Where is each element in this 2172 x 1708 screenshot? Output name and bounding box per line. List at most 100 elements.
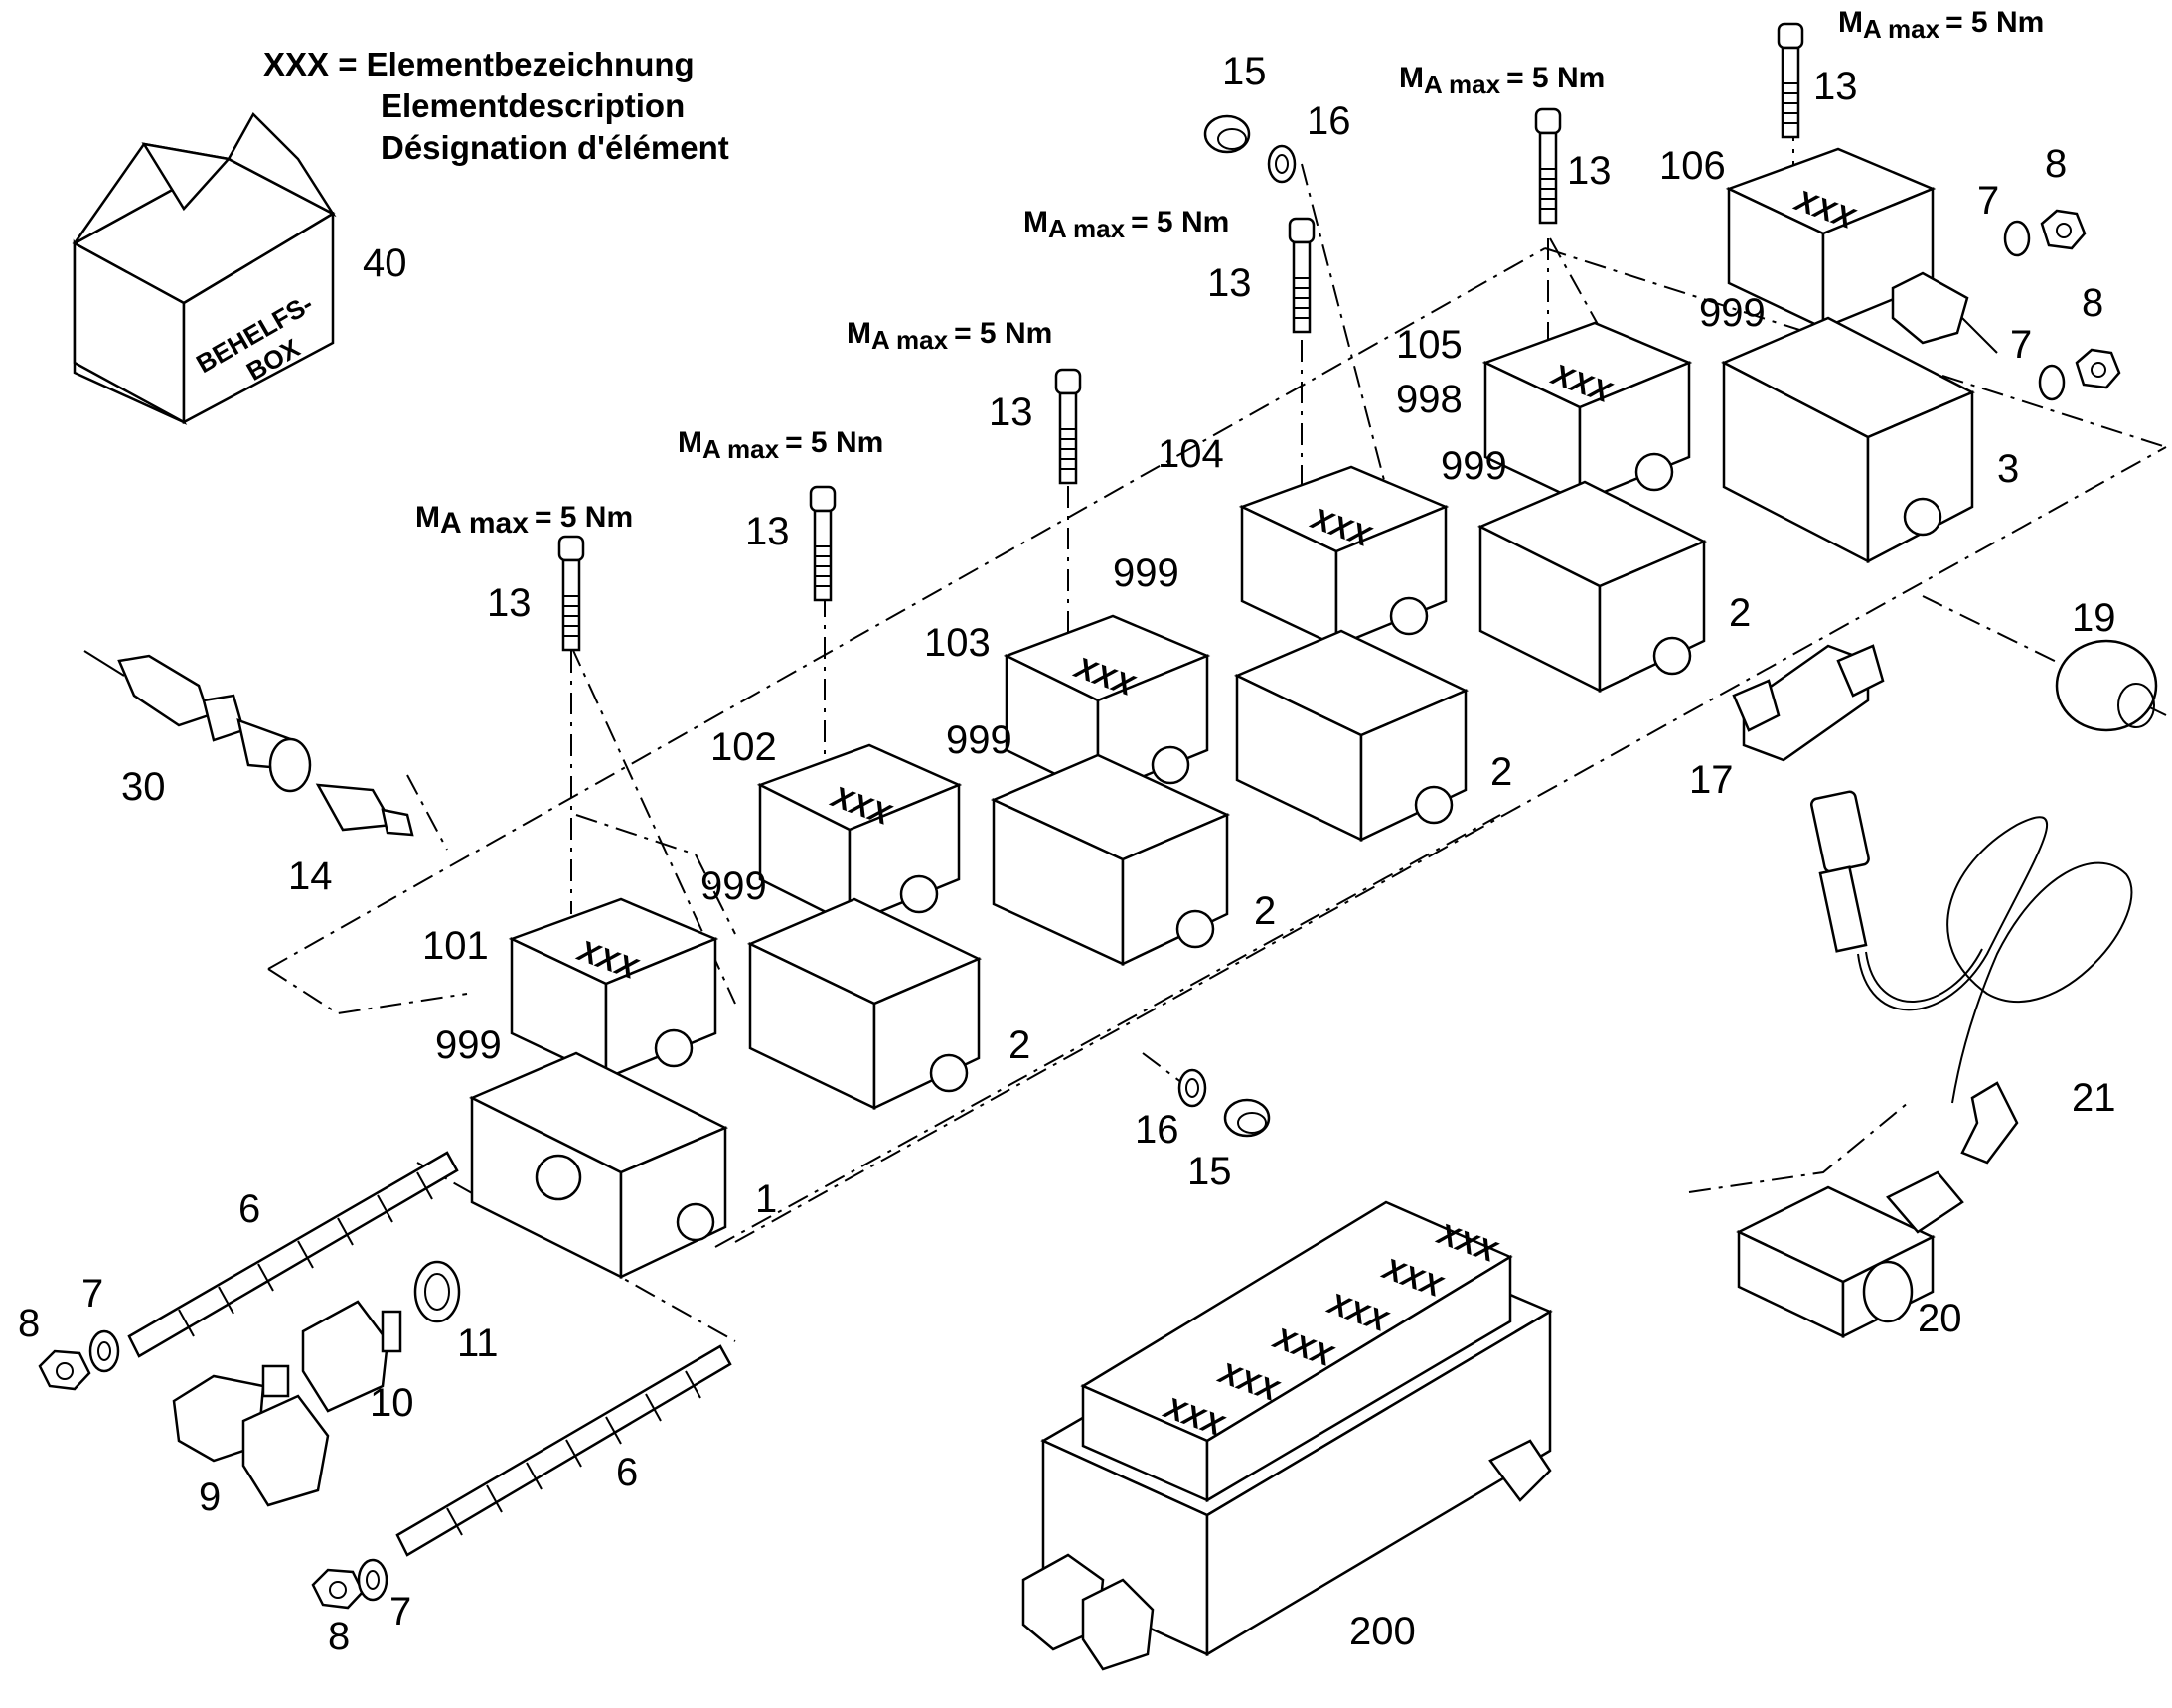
- callout-8: 8: [2045, 142, 2067, 186]
- valve-block-20: [1736, 1170, 1964, 1339]
- tie-rod-6-lower: [395, 1344, 732, 1557]
- elbow-fitting-9: [172, 1364, 330, 1507]
- callout-101: 101: [422, 924, 489, 968]
- callout-999: 999: [946, 718, 1012, 762]
- plug-15-top: [1203, 114, 1251, 154]
- base-plate-2-a: [746, 897, 983, 1110]
- callout-15: 15: [1187, 1150, 1232, 1193]
- nut-8-d: [2075, 348, 2121, 389]
- sensor-fitting-3: [1891, 271, 1998, 354]
- torque-label-6: MA max= 5 Nm: [1838, 6, 2044, 44]
- callout-13: 13: [1567, 149, 1612, 193]
- callout-11: 11: [457, 1321, 499, 1365]
- torque-label-2: MA max= 5 Nm: [678, 426, 883, 464]
- fitting-14: [315, 783, 414, 837]
- legend: XXX = Elementbezeichnung Elementdescript…: [263, 46, 729, 166]
- callout-103: 103: [924, 621, 991, 665]
- assembly-outline: [267, 119, 2167, 1342]
- callout-999: 999: [435, 1023, 502, 1067]
- callout-8: 8: [18, 1302, 40, 1345]
- nut-8-b: [311, 1568, 365, 1610]
- base-plate-2-b: [990, 753, 1231, 966]
- seal-16-top: [1267, 144, 1297, 184]
- base-plate-2-c: [1233, 629, 1470, 842]
- torque-label-3: MA max= 5 Nm: [847, 317, 1052, 355]
- callout-40: 40: [363, 241, 407, 285]
- screw-13-a: [557, 535, 585, 652]
- element-block-102: XXX: [756, 743, 963, 927]
- callout-16: 16: [1307, 99, 1351, 143]
- callout-10: 10: [370, 1381, 414, 1425]
- callout-8: 8: [328, 1615, 350, 1658]
- screw-13-f: [1777, 22, 1804, 139]
- svg-text:MA max= 5 Nm: MA max= 5 Nm: [847, 317, 1052, 355]
- svg-text:MA max= 5 Nm: MA max= 5 Nm: [678, 426, 883, 464]
- screw-13-e: [1534, 107, 1562, 225]
- seal-16-mid: [1177, 1068, 1207, 1108]
- callout-7: 7: [1977, 179, 1999, 223]
- callout-999: 999: [700, 864, 767, 908]
- tie-rod-6-upper: [127, 1151, 459, 1358]
- base-plate-1: [469, 1051, 728, 1280]
- callout-7: 7: [81, 1272, 103, 1316]
- screw-13-c: [1054, 368, 1082, 485]
- callout-999: 999: [1113, 551, 1179, 595]
- callout-13: 13: [487, 581, 532, 625]
- callout-105: 105: [1396, 323, 1463, 367]
- torque-label-4: MA max= 5 Nm: [1023, 206, 1229, 243]
- washer-7-d: [2038, 364, 2066, 401]
- callout-999: 999: [1699, 291, 1766, 335]
- callout-104: 104: [1158, 432, 1224, 476]
- callout-2: 2: [1729, 591, 1751, 635]
- washer-7-b: [357, 1558, 388, 1602]
- callout-17: 17: [1689, 758, 1734, 802]
- washer-7-a: [88, 1329, 120, 1373]
- legend-line-2: Elementdescription: [381, 87, 685, 124]
- callout-13: 13: [989, 390, 1033, 434]
- callout-20: 20: [1918, 1297, 1962, 1340]
- callout-15: 15: [1222, 50, 1267, 93]
- callout-6: 6: [238, 1187, 260, 1231]
- screw-13-d: [1288, 217, 1316, 334]
- callout-21: 21: [2072, 1076, 2116, 1120]
- callout-2: 2: [1008, 1023, 1030, 1067]
- svg-text:MA max= 5 Nm: MA max= 5 Nm: [1399, 62, 1605, 99]
- element-block-101: XXX: [508, 897, 719, 1080]
- callout-19: 19: [2072, 596, 2116, 640]
- cable-fitting-30: [83, 650, 312, 793]
- plug-15-mid: [1223, 1098, 1271, 1138]
- behelfs-box: BEHELFS- BOX: [72, 111, 337, 425]
- torque-label-5: MA max= 5 Nm: [1399, 62, 1605, 99]
- cap-19: [2055, 639, 2158, 732]
- element-block-103: XXX: [1003, 614, 1211, 798]
- callout-2: 2: [1254, 889, 1276, 933]
- callout-30: 30: [121, 765, 166, 809]
- nut-8-a: [38, 1349, 91, 1391]
- callout-1: 1: [755, 1177, 777, 1221]
- seal-ring-11: [413, 1260, 461, 1323]
- callout-7: 7: [2010, 323, 2032, 367]
- legend-line-3: Désignation d'élément: [381, 129, 729, 166]
- screw-13-b: [809, 485, 837, 602]
- washer-7-c: [2003, 220, 2031, 257]
- callout-200: 200: [1349, 1610, 1416, 1653]
- callout-8: 8: [2082, 281, 2103, 325]
- base-plate-2-d: [1477, 480, 1707, 694]
- callout-9: 9: [199, 1475, 221, 1519]
- torque-label-1: MA max= 5 Nm: [415, 501, 633, 540]
- callout-16: 16: [1135, 1108, 1179, 1152]
- callout-2: 2: [1490, 750, 1512, 794]
- callout-13: 13: [1813, 65, 1858, 108]
- callout-13: 13: [745, 510, 790, 553]
- svg-text:MA max= 5 Nm: MA max= 5 Nm: [1838, 6, 2044, 44]
- callout-998: 998: [1396, 378, 1463, 421]
- callout-999: 999: [1441, 444, 1507, 488]
- callout-7: 7: [389, 1590, 411, 1633]
- callout-106: 106: [1659, 144, 1726, 188]
- callout-6: 6: [616, 1451, 638, 1494]
- element-block-105: XXX: [1481, 321, 1693, 504]
- base-plate-3: [1721, 316, 1975, 564]
- callout-13: 13: [1207, 261, 1252, 305]
